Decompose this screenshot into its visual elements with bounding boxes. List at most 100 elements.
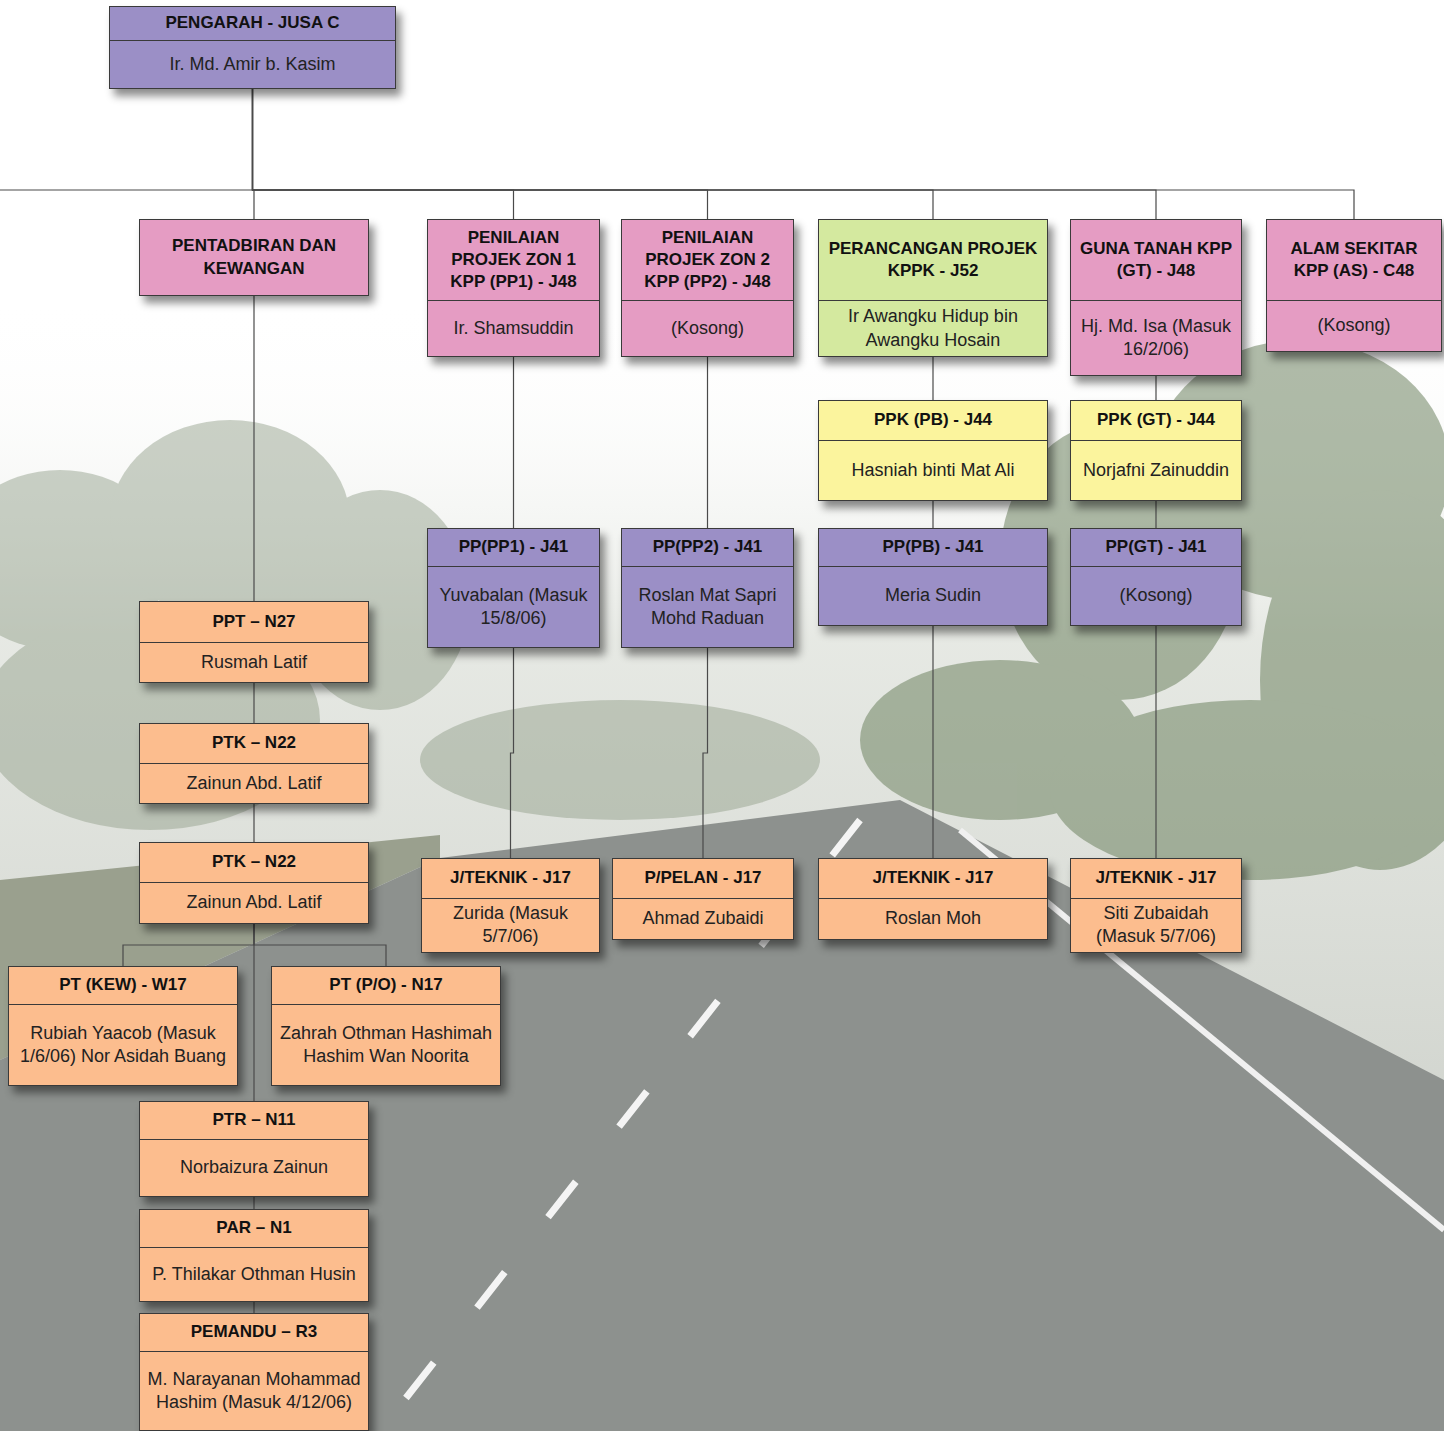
haze <box>0 300 1444 1431</box>
position-title: PENILAIAN PROJEK ZON 1 KPP (PP1) - J48 <box>433 227 594 293</box>
position-title: PT (KEW) - W17 <box>59 974 187 996</box>
box-header: PTK – N22 <box>140 843 368 883</box>
staff-name: Roslan Moh <box>885 907 981 930</box>
staff-name: M. Narayanan Mohammad Hashim (Masuk 4/12… <box>146 1368 362 1415</box>
position-title: PPK (GT) - J44 <box>1097 409 1215 431</box>
box-body: P. Thilakar Othman Husin <box>140 1248 368 1301</box>
org-connector <box>932 626 933 858</box>
box-body: Zurida (Masuk 5/7/06) <box>422 899 599 952</box>
staff-name: Ir. Md. Amir b. Kasim <box>169 53 335 76</box>
position-title: ALAM SEKITAR KPP (AS) - C48 <box>1272 238 1436 282</box>
position-title: J/TEKNIK - J17 <box>873 867 994 889</box>
staff-name: Norbaizura Zainun <box>180 1156 328 1179</box>
tree <box>1050 700 1444 880</box>
position-title: J/TEKNIK - J17 <box>1096 867 1217 889</box>
org-connector <box>703 648 708 858</box>
position-title: PERANCANGAN PROJEK KPPK - J52 <box>824 238 1042 282</box>
tree <box>420 700 820 820</box>
org-connector <box>253 89 1355 219</box>
box-header: PP(PP2) - J41 <box>622 529 793 567</box>
box-header: J/TEKNIK - J17 <box>819 859 1047 899</box>
box-body: Hj. Md. Isa (Masuk 16/2/06) <box>1071 301 1241 375</box>
org-box: PENILAIAN PROJEK ZON 2 KPP (PP2) - J48(K… <box>621 219 794 357</box>
org-box: J/TEKNIK - J17Siti Zubaidah (Masuk 5/7/0… <box>1070 858 1242 953</box>
org-connector <box>932 501 933 528</box>
box-header: PENILAIAN PROJEK ZON 1 KPP (PP1) - J48 <box>428 220 599 301</box>
road <box>0 800 1444 1431</box>
box-body: Yuvabalan (Masuk 15/8/06) <box>428 567 599 647</box>
box-header: PPK (PB) - J44 <box>819 401 1047 441</box>
org-connector <box>253 804 254 842</box>
staff-name: Zainun Abd. Latif <box>186 891 321 914</box>
org-box: PT (KEW) - W17Rubiah Yaacob (Masuk 1/6/0… <box>8 966 238 1086</box>
staff-name: Siti Zubaidah (Masuk 5/7/06) <box>1077 902 1235 949</box>
box-body: M. Narayanan Mohammad Hashim (Masuk 4/12… <box>140 1352 368 1430</box>
org-box: PENGARAH - JUSA C Ir. Md. Amir b. Kasim <box>109 6 396 89</box>
org-connector <box>1155 501 1156 528</box>
box-header: PENTADBIRAN DAN KEWANGAN <box>140 220 368 295</box>
org-box: J/TEKNIK - J17Roslan Moh <box>818 858 1048 940</box>
box-header: PP(PB) - J41 <box>819 529 1047 567</box>
staff-name: (Kosong) <box>1119 584 1192 607</box>
org-box: PTK – N22Zainun Abd. Latif <box>139 723 369 804</box>
position-title: PAR – N1 <box>216 1217 291 1239</box>
staff-name: Ir. Shamsuddin <box>453 317 573 340</box>
bus-line <box>0 189 253 190</box>
staff-name: Yuvabalan (Masuk 15/8/06) <box>434 584 593 631</box>
box-header: PPT – N27 <box>140 602 368 643</box>
box-header: PEMANDU – R3 <box>140 1314 368 1352</box>
org-box: PERANCANGAN PROJEK KPPK - J52 Ir Awangku … <box>818 219 1048 357</box>
org-box: PENTADBIRAN DAN KEWANGAN <box>139 219 369 296</box>
position-title: PENTADBIRAN DAN KEWANGAN <box>145 235 363 279</box>
org-connector <box>253 683 254 723</box>
org-box: PT (P/O) - N17Zahrah Othman Hashimah Has… <box>271 966 501 1086</box>
org-connector <box>123 924 254 966</box>
box-header: PTK – N22 <box>140 724 368 764</box>
box-body: Ir. Md. Amir b. Kasim <box>110 41 395 88</box>
box-body: Norbaizura Zainun <box>140 1140 368 1196</box>
org-connector <box>253 296 254 601</box>
org-connector <box>707 357 708 528</box>
org-connector <box>932 357 933 400</box>
staff-name: (Kosong) <box>671 317 744 340</box>
staff-name: Ir Awangku Hidup bin Awangku Hosain <box>825 305 1041 352</box>
staff-name: Norjafni Zainuddin <box>1083 459 1229 482</box>
staff-name: Ahmad Zubaidi <box>642 907 763 930</box>
position-title: PEMANDU – R3 <box>191 1321 318 1343</box>
box-header: PENGARAH - JUSA C <box>110 7 395 41</box>
org-box: PP(PP2) - J41Roslan Mat Sapri Mohd Radua… <box>621 528 794 648</box>
box-header: PP(GT) - J41 <box>1071 529 1241 567</box>
position-title: PTK – N22 <box>212 732 296 754</box>
box-body: Ir Awangku Hidup bin Awangku Hosain <box>819 301 1047 356</box>
staff-name: Zainun Abd. Latif <box>186 772 321 795</box>
org-connector <box>253 924 254 1101</box>
position-title: PP(PP2) - J41 <box>653 536 763 558</box>
org-connector <box>1155 376 1156 400</box>
position-title: PTK – N22 <box>212 851 296 873</box>
staff-name: Hasniah binti Mat Ali <box>851 459 1014 482</box>
org-box: PPK (GT) - J44Norjafni Zainuddin <box>1070 400 1242 501</box>
org-connector <box>253 89 514 219</box>
box-header: PPK (GT) - J44 <box>1071 401 1241 441</box>
box-header: PAR – N1 <box>140 1210 368 1248</box>
position-title: PP(PP1) - J41 <box>459 536 569 558</box>
org-connector <box>253 89 934 219</box>
position-title: PP(PB) - J41 <box>882 536 983 558</box>
staff-name: Zahrah Othman Hashimah Hashim Wan Noorit… <box>278 1022 494 1069</box>
org-box: PTR – N11Norbaizura Zainun <box>139 1101 369 1197</box>
position-title: P/PELAN - J17 <box>644 867 761 889</box>
org-box: PENILAIAN PROJEK ZON 1 KPP (PP1) - J48Ir… <box>427 219 600 357</box>
box-header: PT (P/O) - N17 <box>272 967 500 1005</box>
org-connector <box>253 1197 254 1209</box>
box-header: PERANCANGAN PROJEK KPPK - J52 <box>819 220 1047 301</box>
org-connector <box>1155 626 1156 858</box>
position-title: PPK (PB) - J44 <box>874 409 992 431</box>
box-header: PP(PP1) - J41 <box>428 529 599 567</box>
box-body: (Kosong) <box>1071 567 1241 625</box>
box-header: PT (KEW) - W17 <box>9 967 237 1005</box>
org-box: PPK (PB) - J44Hasniah binti Mat Ali <box>818 400 1048 501</box>
box-body: (Kosong) <box>622 301 793 356</box>
box-header: GUNA TANAH KPP (GT) - J48 <box>1071 220 1241 301</box>
position-title: PPT – N27 <box>212 611 295 633</box>
position-title: PTR – N11 <box>212 1109 295 1131</box>
